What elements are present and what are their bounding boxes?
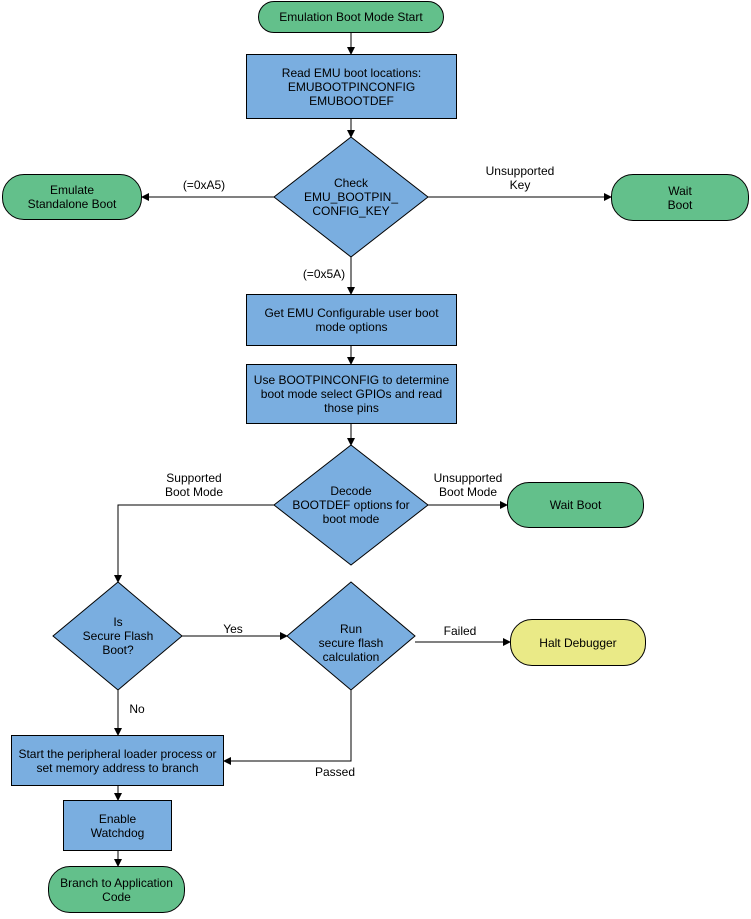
wait-boot-terminal-2: Wait Boot xyxy=(507,482,644,528)
edge-label-unsupported-key: Unsupported Key xyxy=(485,164,555,192)
edge-run-to-loader xyxy=(223,690,352,765)
edge-label-unsupported-boot-mode: Unsupported Boot Mode xyxy=(433,471,503,499)
enable-watchdog-box: Enable Watchdog xyxy=(63,800,172,851)
wait-boot-terminal: Wait Boot xyxy=(611,174,749,221)
halt-debugger-terminal: Halt Debugger xyxy=(510,619,646,666)
edge-decode-to-secure xyxy=(114,504,274,583)
edge-label-0x5a: (=0x5A) xyxy=(302,267,346,281)
edge-label-0xa5: (=0xA5) xyxy=(182,178,226,192)
emulate-standalone-terminal: Emulate Standalone Boot xyxy=(2,174,142,220)
decode-bootdef-text: Decode BOOTDEF options for boot mode xyxy=(292,484,410,526)
start-terminal: Emulation Boot Mode Start xyxy=(258,1,444,33)
check-key-text: Check EMU_BOOTPIN_ CONFIG_KEY xyxy=(303,176,399,218)
branch-application-terminal: Branch to Application Code xyxy=(48,866,185,913)
edge-label-no: No xyxy=(129,702,145,716)
edge-label-supported-boot-mode: Supported Boot Mode xyxy=(164,471,224,499)
edge-label-passed: Passed xyxy=(314,765,356,779)
use-bootpinconfig-box: Use BOOTPINCONFIG to determine boot mode… xyxy=(246,364,457,424)
decode-bootdef-diamond xyxy=(273,444,429,566)
is-secure-flash-text: Is Secure Flash Boot? xyxy=(82,615,154,657)
start-loader-box: Start the peripheral loader process or s… xyxy=(11,735,224,786)
run-secure-flash-text: Run secure flash calculation xyxy=(318,622,384,664)
read-emu-boot-box: Read EMU boot locations: EMUBOOTPINCONFI… xyxy=(246,54,457,119)
get-emu-options-box: Get EMU Configurable user boot mode opti… xyxy=(246,294,457,346)
edge-label-yes: Yes xyxy=(223,622,243,636)
edge-label-failed: Failed xyxy=(443,624,477,638)
